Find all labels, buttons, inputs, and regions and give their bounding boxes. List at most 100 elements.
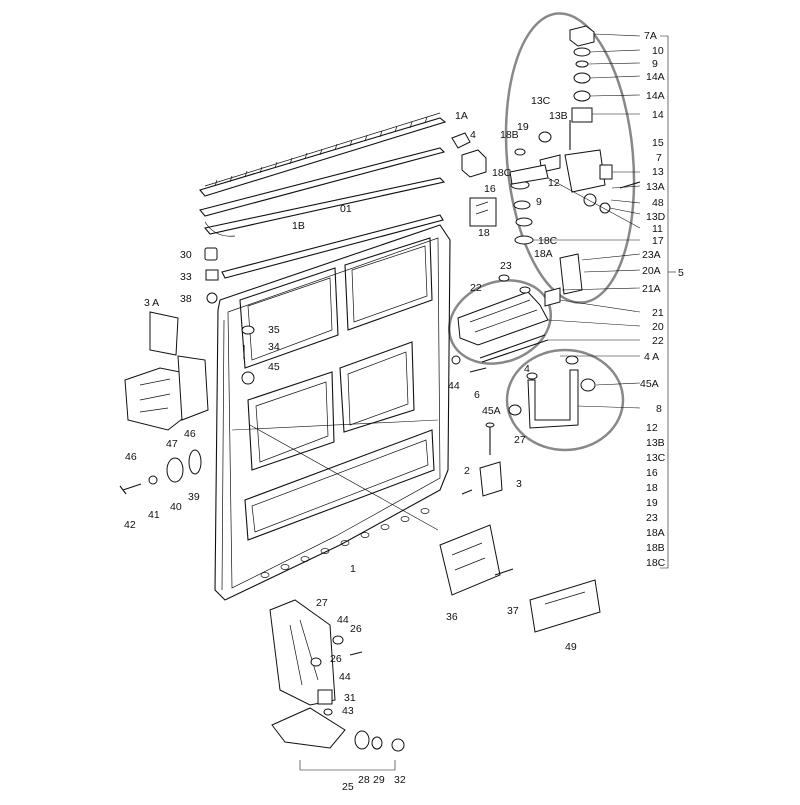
label-21: 21 — [652, 307, 664, 319]
label-3: 3 — [516, 478, 522, 490]
label-20: 20 — [652, 321, 664, 333]
label-40: 40 — [170, 501, 182, 513]
label-45: 45 — [268, 361, 280, 373]
label-26b: 26 — [330, 653, 342, 665]
part-33 — [205, 269, 219, 281]
label-14A_b: 14A — [646, 90, 665, 102]
label-33: 33 — [180, 271, 192, 283]
label-44c: 44 — [337, 614, 349, 626]
label-13D: 13D — [646, 211, 666, 223]
label-25: 25 — [342, 781, 354, 793]
part-42 — [119, 483, 142, 495]
label-48: 48 — [652, 197, 664, 209]
label-18A: 18A — [534, 248, 553, 260]
part-29 — [371, 736, 383, 750]
callout-labels: 7A10914A14A1413C13B191518B718C121313A164… — [124, 30, 684, 793]
label-13A: 13A — [646, 181, 665, 193]
label-5: 5 — [678, 267, 684, 279]
label-4b: 4 — [524, 363, 530, 375]
label-4: 4 — [470, 129, 476, 141]
part-40 — [166, 457, 184, 483]
label-18C_a: 18C — [492, 167, 512, 179]
label-37: 37 — [507, 605, 519, 617]
label-1A: 1A — [455, 110, 468, 122]
label-01: 01 — [340, 203, 352, 215]
right-list-item: 12 — [646, 422, 658, 434]
top-rail — [199, 112, 447, 237]
part-3 — [479, 461, 503, 497]
door-panel — [214, 224, 451, 601]
label-15: 15 — [652, 137, 664, 149]
right-list-item: 13B — [646, 437, 665, 449]
part-35 — [241, 325, 255, 335]
label-32: 32 — [394, 774, 406, 786]
label-27b: 27 — [316, 597, 328, 609]
label-17: 17 — [652, 235, 664, 247]
label-12: 12 — [548, 177, 560, 189]
label-27a: 27 — [514, 434, 526, 446]
label-16: 16 — [484, 183, 496, 195]
label-41: 41 — [148, 509, 160, 521]
right-list-item: 18A — [646, 527, 665, 539]
part-30 — [204, 247, 218, 261]
roller-assembly — [509, 25, 641, 307]
highlight-ellipse-upper — [504, 12, 636, 304]
label-19: 19 — [517, 121, 529, 133]
part-25 — [271, 707, 346, 749]
label-18B: 18B — [500, 129, 519, 141]
label-1: 1 — [350, 563, 356, 575]
part-47 — [177, 355, 209, 421]
label-18C_b: 18C — [538, 235, 558, 247]
label-26a: 26 — [350, 623, 362, 635]
label-7: 7 — [656, 152, 662, 164]
label-6: 6 — [474, 389, 480, 401]
guide-arm — [451, 355, 596, 429]
part-3A — [149, 311, 179, 356]
label-4A: 4 A — [644, 351, 659, 363]
label-44b: 44 — [448, 380, 460, 392]
part-2 — [461, 489, 473, 495]
part-49 — [529, 579, 601, 633]
label-43: 43 — [342, 705, 354, 717]
right-list-item: 18B — [646, 542, 665, 554]
label-14A_a: 14A — [646, 71, 665, 83]
label-21A: 21A — [642, 283, 661, 295]
label-13: 13 — [652, 166, 664, 178]
part-45 — [241, 371, 255, 385]
label-49: 49 — [565, 641, 577, 653]
label-11: 11 — [652, 223, 663, 235]
part-32 — [391, 738, 405, 752]
part-41 — [148, 475, 158, 485]
right-list-item: 18C — [646, 557, 666, 569]
label-39: 39 — [188, 491, 200, 503]
label-3A: 3 A — [144, 297, 159, 309]
right-list-item: 16 — [646, 467, 658, 479]
label-42: 42 — [124, 519, 136, 531]
label-35: 35 — [268, 324, 280, 336]
label-23: 23 — [500, 260, 512, 272]
label-13C: 13C — [531, 95, 551, 107]
label-18: 18 — [478, 227, 490, 239]
label-38: 38 — [180, 293, 192, 305]
label-44d: 44 — [339, 671, 351, 683]
part-28 — [354, 730, 370, 750]
right-list-item: 23 — [646, 512, 658, 524]
part-39 — [188, 449, 202, 475]
label-46a: 46 — [184, 428, 196, 440]
highlight-ellipse-lower — [505, 348, 625, 452]
label-20A: 20A — [642, 265, 661, 277]
right-list-item: 19 — [646, 497, 658, 509]
label-9b: 9 — [536, 196, 542, 208]
label-9: 9 — [652, 58, 658, 70]
label-10: 10 — [652, 45, 664, 57]
label-30: 30 — [180, 249, 192, 261]
label-8: 8 — [656, 403, 662, 415]
label-31: 31 — [344, 692, 356, 704]
label-13B: 13B — [549, 110, 568, 122]
label-22: 22 — [652, 335, 664, 347]
part-4 — [461, 149, 487, 178]
label-47: 47 — [166, 438, 178, 450]
label-45A_b: 45A — [482, 405, 501, 417]
label-46b: 46 — [125, 451, 137, 463]
